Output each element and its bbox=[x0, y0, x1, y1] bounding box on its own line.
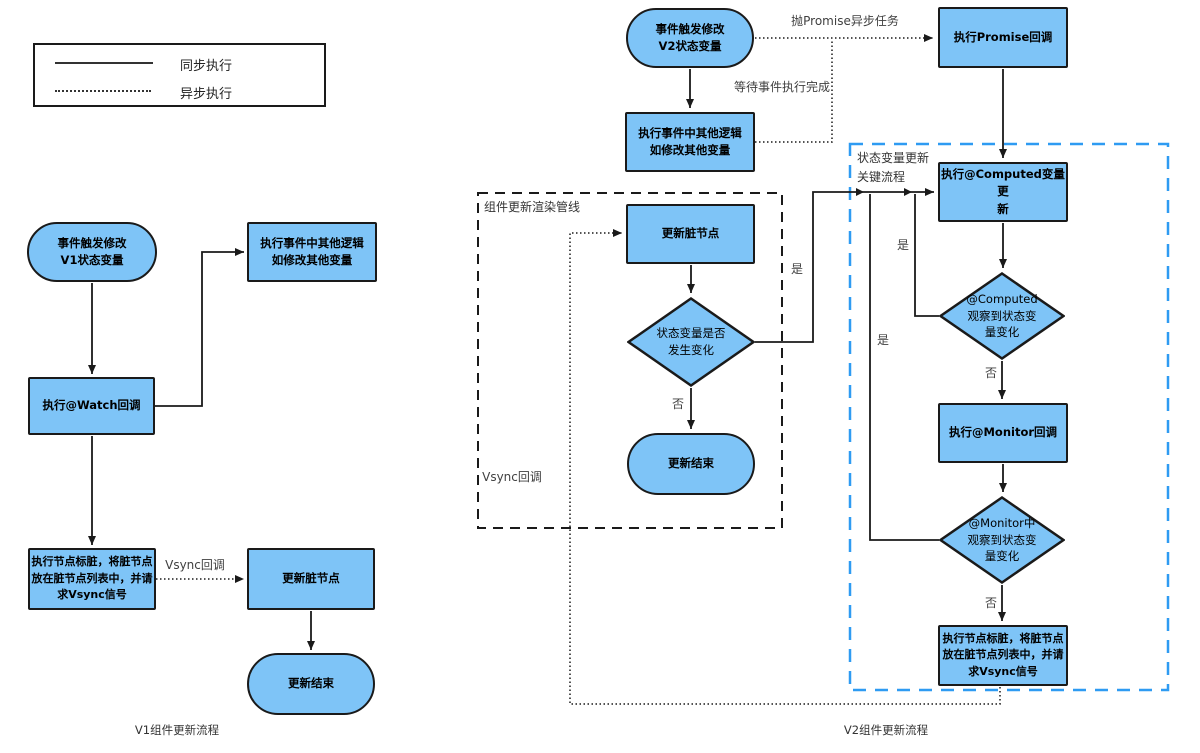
diamond-shape-icon bbox=[627, 297, 755, 387]
node-v2-state-changed-decision: 状态变量是否 发生变化 bbox=[627, 297, 755, 387]
diamond-shape-icon bbox=[939, 496, 1065, 584]
edge-label-wait-event: 等待事件执行完成 bbox=[733, 80, 831, 95]
node-v2-monitor-callback: 执行@Monitor回调 bbox=[938, 403, 1068, 463]
edge-v1-watch-to-other-logic bbox=[155, 248, 244, 407]
legend-sync-label: 同步执行 bbox=[180, 59, 233, 74]
caption-v1-flow: V1组件更新流程 bbox=[134, 723, 220, 737]
legend-dotted-line-icon bbox=[55, 90, 151, 92]
edge-v2-wait-event bbox=[755, 39, 833, 143]
node-v2-computed-update: 执行@Computed变量更 新 bbox=[938, 162, 1068, 222]
edge-label-yes: 是 bbox=[896, 238, 910, 253]
node-v2-other-logic: 执行事件中其他逻辑 如修改其他变量 bbox=[625, 112, 755, 172]
key-flow-group-box bbox=[848, 142, 1170, 692]
edge-label-no: 否 bbox=[984, 366, 998, 381]
node-v2-end: 更新结束 bbox=[627, 433, 755, 495]
node-v2-computed-observed-decision: @Computed 观察到状态变 量变化 bbox=[939, 272, 1065, 360]
node-v1-other-logic: 执行事件中其他逻辑 如修改其他变量 bbox=[247, 222, 377, 282]
edge-label-v2-vsync: Vsync回调 bbox=[482, 470, 542, 485]
edge-v2-monitor-yes-loop bbox=[869, 194, 939, 541]
diamond-shape-icon bbox=[939, 272, 1065, 360]
edge-label-no: 否 bbox=[671, 397, 685, 412]
edge-label-no: 否 bbox=[984, 596, 998, 611]
node-v2-monitor-observed-decision: @Monitor中 观察到状态变 量变化 bbox=[939, 496, 1065, 584]
mid-arrowhead-icon bbox=[904, 188, 912, 196]
node-v1-end: 更新结束 bbox=[247, 653, 375, 715]
edge-label-yes: 是 bbox=[876, 333, 890, 348]
node-v1-update-dirty: 更新脏节点 bbox=[247, 548, 375, 610]
node-v1-watch-callback: 执行@Watch回调 bbox=[28, 377, 155, 435]
pipeline-group-label: 组件更新渲染管线 bbox=[484, 200, 581, 214]
node-v2-event-trigger: 事件触发修改 V2状态变量 bbox=[626, 8, 754, 68]
edge-label-yes: 是 bbox=[790, 262, 804, 277]
key-flow-group-label: 状态变量更新 关键流程 bbox=[857, 151, 930, 185]
caption-v2-flow: V2组件更新流程 bbox=[843, 723, 929, 737]
mid-arrowhead-icon bbox=[856, 188, 864, 196]
legend-box: 同步执行 异步执行 bbox=[33, 43, 326, 107]
edge-v2-computed-yes-loop bbox=[914, 194, 939, 317]
edge-label-v1-vsync: Vsync回调 bbox=[165, 558, 225, 573]
node-v1-event-trigger: 事件触发修改 V1状态变量 bbox=[27, 222, 157, 282]
node-v1-mark-dirty: 执行节点标脏，将脏节点 放在脏节点列表中，并请 求Vsync信号 bbox=[28, 548, 156, 610]
legend-async-label: 异步执行 bbox=[180, 87, 233, 102]
node-v2-promise-callback: 执行Promise回调 bbox=[938, 7, 1068, 68]
pipeline-group-box bbox=[477, 192, 783, 529]
node-v2-mark-dirty: 执行节点标脏，将脏节点 放在脏节点列表中，并请 求Vsync信号 bbox=[938, 625, 1068, 686]
legend-solid-line-icon bbox=[55, 62, 153, 64]
edge-v2-changed-yes-to-computed bbox=[755, 188, 934, 343]
edge-label-throw-promise: 抛Promise异步任务 bbox=[791, 14, 899, 29]
node-v2-update-dirty: 更新脏节点 bbox=[626, 204, 755, 264]
